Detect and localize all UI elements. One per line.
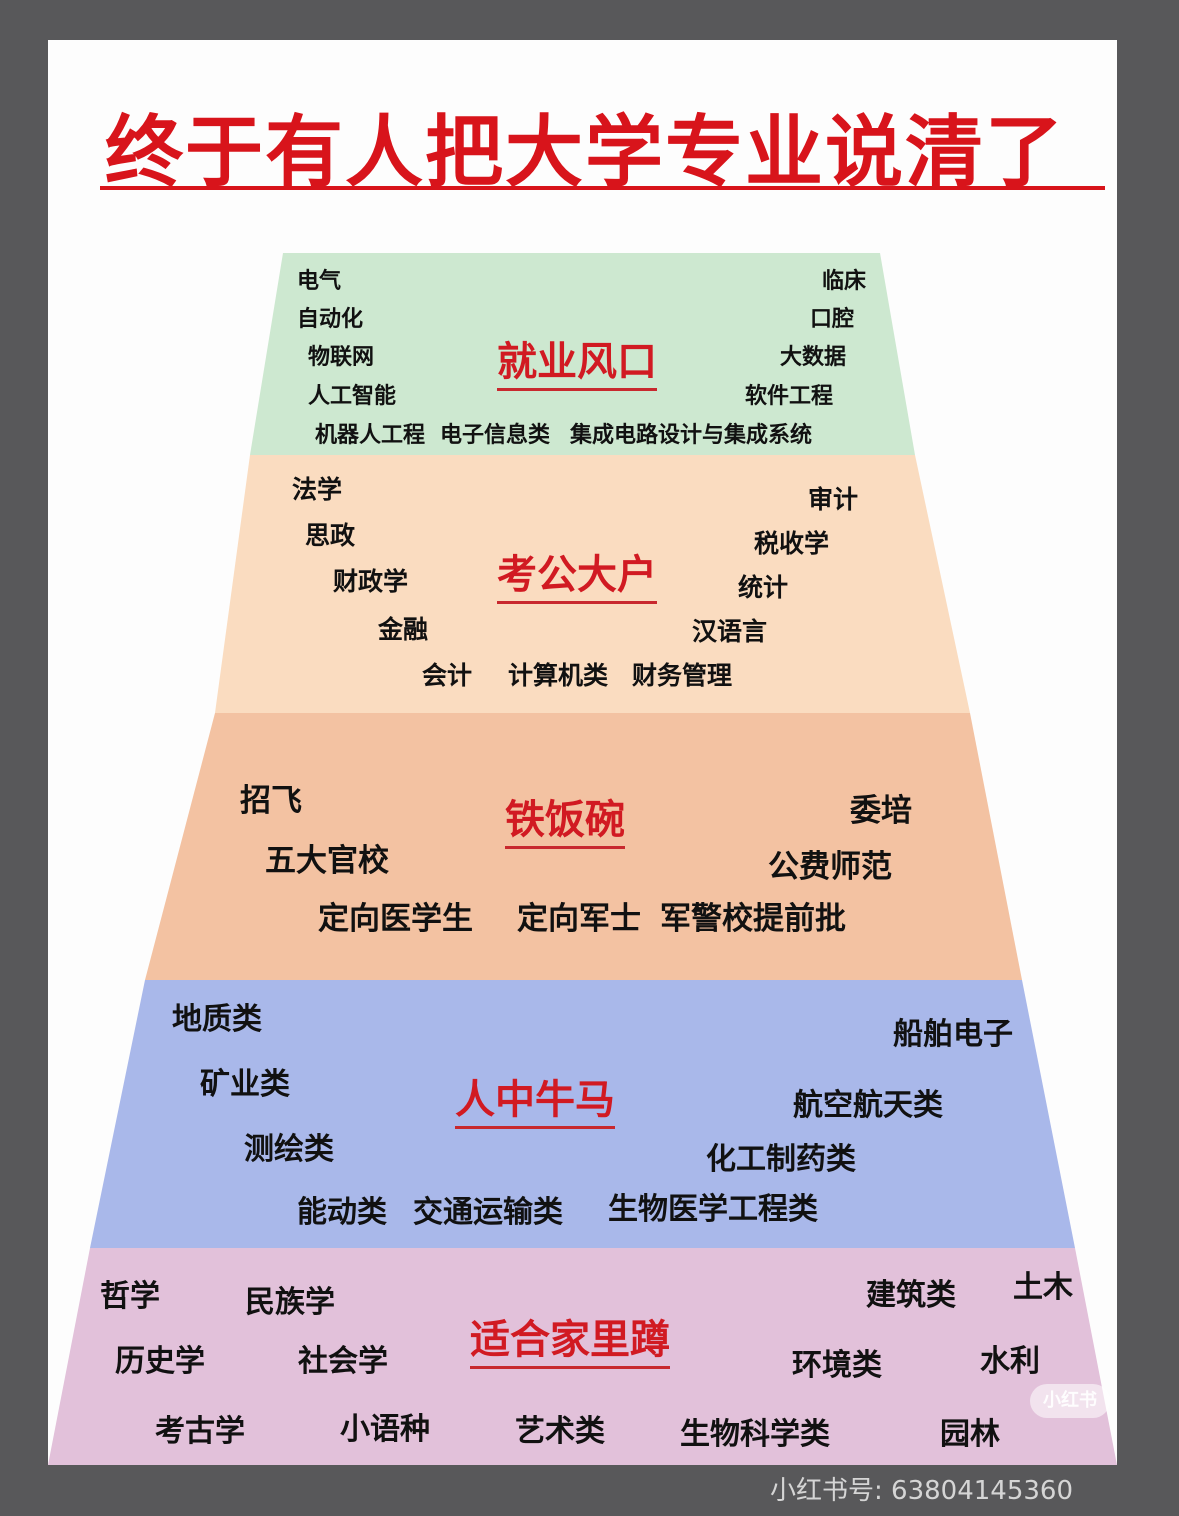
major-label: 地质类 xyxy=(172,1002,262,1037)
major-label: 委培 xyxy=(850,793,912,829)
major-label: 交通运输类 xyxy=(413,1195,563,1230)
major-label: 公费师范 xyxy=(768,849,892,885)
tier-5-band xyxy=(48,1248,1117,1465)
major-label: 法学 xyxy=(292,475,343,504)
tier-heading: 适合家里蹲 xyxy=(470,1320,670,1369)
major-label: 建筑类 xyxy=(866,1278,956,1313)
major-label: 人工智能 xyxy=(308,384,397,409)
major-label: 自动化 xyxy=(297,307,364,332)
major-label: 园林 xyxy=(940,1417,1000,1452)
major-label: 统计 xyxy=(738,573,789,602)
major-label: 测绘类 xyxy=(244,1132,334,1167)
major-label: 军警校提前批 xyxy=(660,901,846,937)
major-label: 计算机类 xyxy=(508,661,609,690)
major-label: 临床 xyxy=(822,269,867,294)
major-label: 物联网 xyxy=(308,345,375,370)
tier-4-band xyxy=(90,980,1075,1248)
major-label: 民族学 xyxy=(245,1285,335,1320)
major-label: 机器人工程 xyxy=(315,423,426,448)
major-label: 化工制药类 xyxy=(706,1142,856,1177)
major-label: 集成电路设计与集成系统 xyxy=(570,423,813,448)
major-label: 五大官校 xyxy=(265,843,389,879)
tier-1-band xyxy=(250,253,915,455)
major-label: 财务管理 xyxy=(632,661,733,690)
major-label: 审计 xyxy=(808,485,859,514)
major-label: 软件工程 xyxy=(745,384,834,409)
major-label: 能动类 xyxy=(297,1195,387,1230)
major-label: 口腔 xyxy=(810,307,855,332)
major-label: 汉语言 xyxy=(692,617,768,646)
tier-2-band xyxy=(215,455,970,713)
major-label: 船舶电子 xyxy=(893,1017,1013,1052)
major-label: 土木 xyxy=(1013,1270,1073,1305)
major-label: 社会学 xyxy=(298,1344,388,1379)
major-label: 思政 xyxy=(305,521,356,550)
major-label: 税收学 xyxy=(754,529,830,558)
title-underline xyxy=(100,186,1105,190)
major-label: 生物科学类 xyxy=(680,1417,830,1452)
major-label: 考古学 xyxy=(155,1414,245,1449)
major-label: 金融 xyxy=(378,615,429,644)
page-title: 终于有人把大学专业说清了 xyxy=(105,108,1066,198)
major-label: 招飞 xyxy=(240,783,302,819)
major-label: 哲学 xyxy=(100,1279,160,1314)
major-label: 生物医学工程类 xyxy=(608,1192,818,1227)
major-label: 会计 xyxy=(422,661,473,690)
tier-heading: 人中牛马 xyxy=(455,1080,615,1129)
major-label: 环境类 xyxy=(792,1348,882,1383)
major-label: 艺术类 xyxy=(515,1414,605,1449)
major-label: 小语种 xyxy=(340,1412,430,1447)
watermark-logo: 小红书 xyxy=(1030,1384,1110,1418)
tier-heading: 就业风口 xyxy=(497,342,657,391)
major-label: 定向医学生 xyxy=(318,901,473,937)
major-label: 矿业类 xyxy=(200,1067,290,1102)
major-label: 电子信息类 xyxy=(440,423,551,448)
major-label: 定向军士 xyxy=(517,901,641,937)
major-label: 历史学 xyxy=(115,1344,205,1379)
major-label: 财政学 xyxy=(333,567,409,596)
major-label: 航空航天类 xyxy=(793,1088,943,1123)
tier-heading: 铁饭碗 xyxy=(505,800,625,849)
tier-heading: 考公大户 xyxy=(497,555,657,604)
major-label: 电气 xyxy=(297,269,342,294)
major-label: 大数据 xyxy=(780,345,847,370)
major-label: 水利 xyxy=(980,1344,1040,1379)
watermark-text: 小红书号: 63804145360 xyxy=(770,1476,1073,1506)
